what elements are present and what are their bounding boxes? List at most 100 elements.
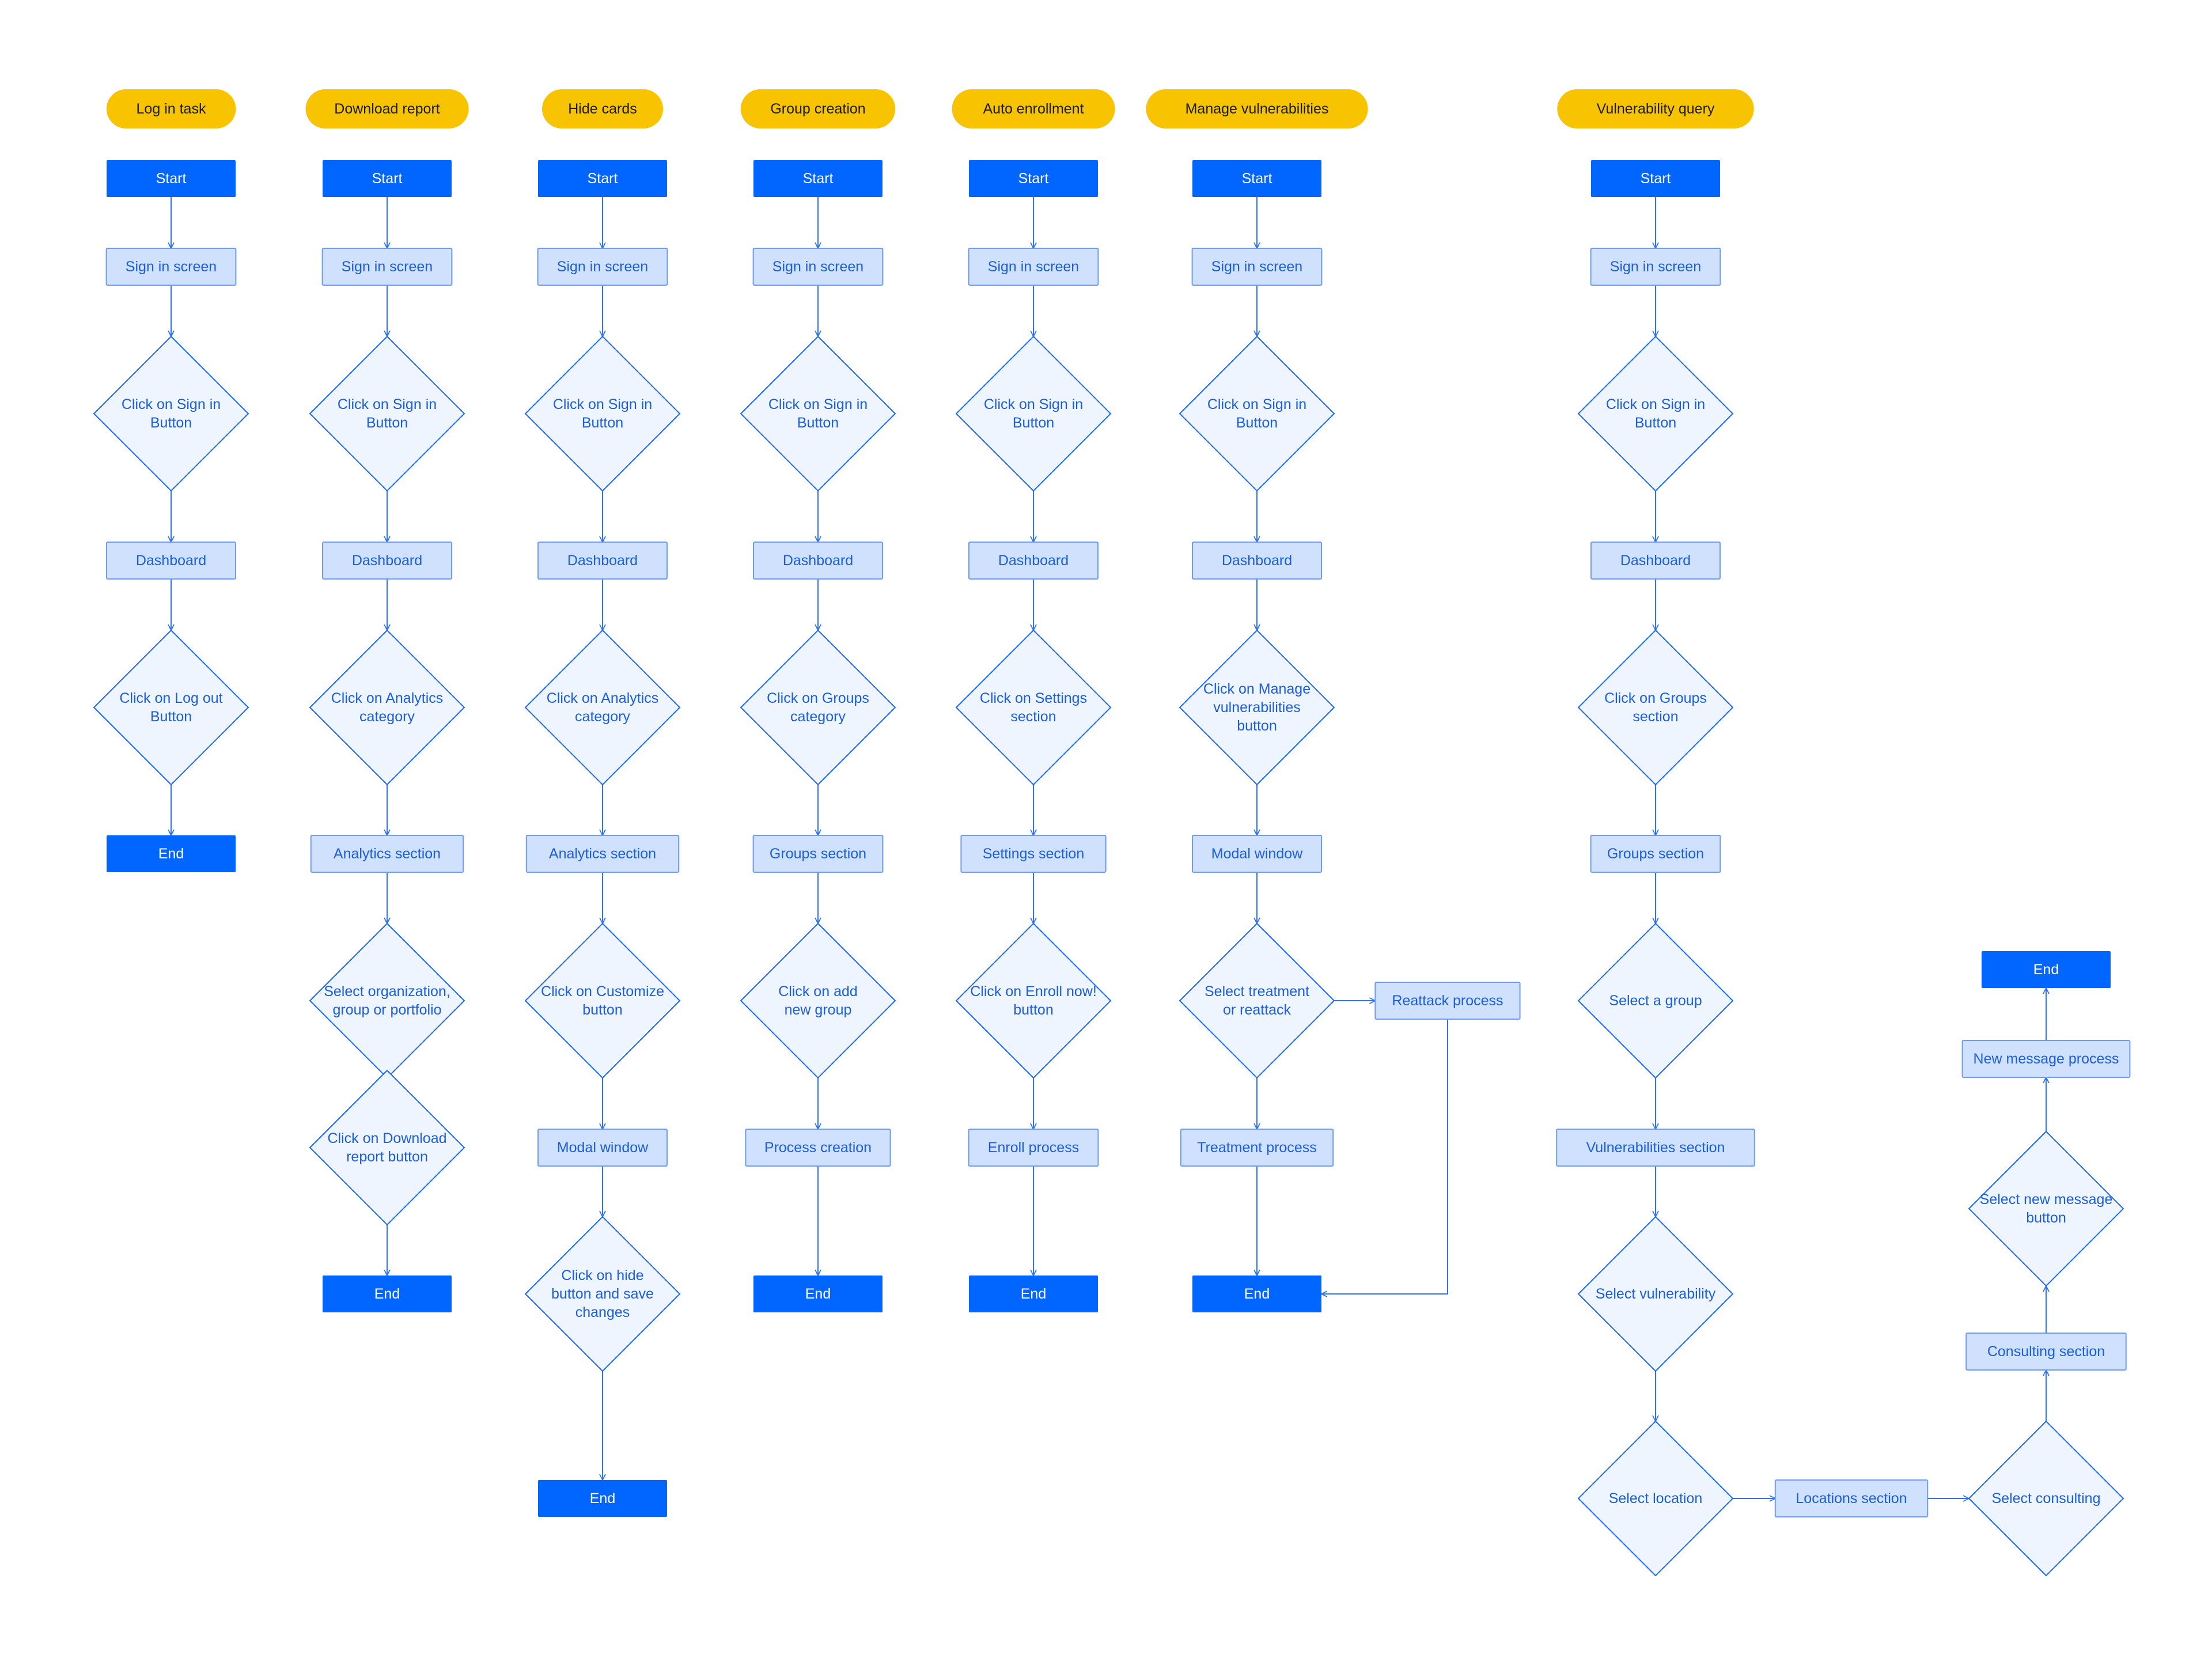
terminal-shape [538,1480,667,1517]
terminal-end: End [323,1275,452,1312]
decision-shape [309,629,465,786]
process-groups-section: Groups section [1590,835,1721,873]
decision-label: Button [150,415,192,431]
decision-label: category [575,709,630,725]
decision-label: Select location [1609,1490,1703,1507]
decision-shape [955,922,1112,1079]
process-process-creation: Process creation [745,1129,891,1167]
title-pill [1146,89,1368,128]
decision-label: Select treatment [1205,983,1309,1000]
flow-title: Group creation [770,101,865,117]
terminal-label: End [1021,1286,1046,1302]
decision-label: Button [1236,415,1278,431]
process-label: Treatment process [1197,1140,1316,1156]
process-shape [968,248,1099,286]
terminal-shape [1591,160,1720,197]
title-pill [1557,89,1754,128]
terminal-label: Start [1641,171,1671,187]
terminal-shape [969,1275,1098,1312]
decision-label: Select vulnerability [1596,1286,1716,1302]
flow-title-manage-vulnerabilities: Manage vulnerabilities [1146,89,1368,128]
decision-click-on-manage-vulnerabilities-button: Click on Manage vulnerabilities button [1179,629,1335,786]
process-shape [537,248,668,286]
decision-select-a-group: Select a group [1577,922,1734,1079]
title-pill [305,89,469,128]
decision-select-vulnerability: Select vulnerability [1577,1216,1734,1372]
terminal-end: End [1192,1275,1321,1312]
decision-shape [93,629,249,786]
decision-shape [309,922,465,1079]
decision-shape [1577,335,1734,492]
decision-label: Button [797,415,839,431]
process-shape [1374,982,1521,1020]
process-sign-in-screen: Sign in screen [105,248,237,286]
process-shape [752,835,884,873]
connectors [171,197,2046,1498]
process-label: Analytics section [334,846,441,862]
branch-return-arrow [1321,1019,1448,1294]
decision-label: Click on Sign in [768,396,868,412]
decision-label: button [1237,718,1277,734]
process-shape [1961,1040,2131,1078]
decision-label: new group [785,1002,852,1018]
decision-label: Click on Manage [1203,681,1310,697]
process-locations-section: Locations section [1774,1479,1929,1517]
process-shape [1556,1129,1755,1167]
terminal-shape [538,160,667,197]
process-shape [537,1129,668,1167]
process-shape [1590,248,1721,286]
decision-label: Click on Sign in [984,396,1083,412]
title-pill [952,89,1115,128]
decision-label: Click on Groups [1604,690,1707,706]
process-vulnerabilities-section: Vulnerabilities section [1556,1129,1755,1167]
flow-title: Auto enrollment [983,101,1084,117]
process-label: Sign in screen [126,259,217,275]
terminal-label: Start [1018,171,1049,187]
process-sign-in-screen: Sign in screen [968,248,1099,286]
decision-label: changes [575,1304,630,1320]
terminal-label: Start [372,171,403,187]
decision-label: Click on Analytics [331,690,444,706]
terminal-end: End [1982,951,2111,988]
terminal-start: Start [1192,160,1321,197]
process-shape [525,835,680,873]
terminal-shape [323,1275,452,1312]
process-shape [310,835,464,873]
decision-label: button and save [551,1286,654,1302]
decision-label: button [582,1002,623,1018]
process-label: Dashboard [1222,552,1292,569]
decision-select-consulting: Select consulting [1968,1420,2124,1577]
process-label: Dashboard [998,552,1069,569]
terminal-label: End [374,1286,400,1302]
flow-title: Log in task [137,101,206,117]
process-label: Process creation [764,1140,872,1156]
decision-label: vulnerabilities [1213,699,1300,716]
process-treatment-process: Treatment process [1180,1129,1334,1167]
process-dashboard: Dashboard [1590,542,1721,580]
process-shape [753,542,883,580]
decision-select-organization-group-or-portfolio: Select organization,group or portfolio [309,922,465,1079]
process-consulting-section: Consulting section [1965,1333,2127,1371]
process-shape [1590,542,1721,580]
process-shape [1192,542,1322,580]
decision-label: category [359,709,415,725]
decision-shape [309,335,465,492]
terminal-label: Start [1242,171,1272,187]
decision-shape [309,1069,465,1226]
process-shape [1191,248,1323,286]
flow-title-group-creation: Group creation [740,89,896,128]
process-label: Vulnerabilities section [1586,1140,1725,1156]
process-shape [1192,835,1322,873]
process-shape [752,248,884,286]
terminal-start: Start [538,160,667,197]
process-label: Dashboard [136,552,206,569]
terminal-label: End [590,1490,615,1507]
decision-label: or reattack [1223,1002,1291,1018]
